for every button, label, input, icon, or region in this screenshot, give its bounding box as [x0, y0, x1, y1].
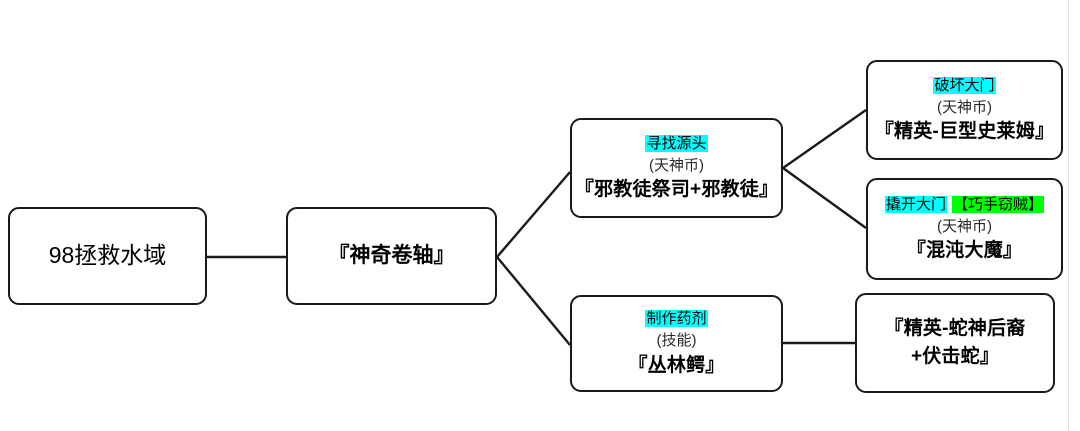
highlight-cyan: 撬开大门 [884, 195, 947, 213]
highlight-cyan: 寻找源头 [645, 134, 708, 152]
node-quest-root-label: 98拯救水域 [48, 242, 167, 269]
node-snake-elite[interactable]: 『精英-蛇神后裔 +伏击蛇』 [855, 293, 1055, 393]
node-snake-elite-main: 『精英-蛇神后裔 +伏击蛇』 [884, 318, 1026, 367]
node-break-gate-main: 『精英-巨型史莱姆』 [874, 121, 1055, 143]
edge-find-source-to-break-gate [782, 109, 867, 169]
node-pry-gate[interactable]: 撬开大门【巧手窃贼】 (天神币) 『混沌大魔』 [866, 178, 1063, 280]
node-make-potion[interactable]: 制作药剂 (技能) 『丛林鳄』 [570, 295, 783, 392]
node-quest-root[interactable]: 98拯救水域 [8, 207, 207, 305]
node-find-source-subtitle: (天神币) [649, 156, 704, 174]
canvas-right-edge [1068, 0, 1069, 431]
node-break-gate-subtitle: (天神币) [937, 98, 992, 116]
node-magic-scroll-label: 『神奇卷轴』 [328, 243, 455, 267]
node-find-source-main: 『邪教徒祭司+邪教徒』 [574, 179, 779, 201]
highlight-cyan: 破坏大门 [933, 76, 996, 94]
node-magic-scroll[interactable]: 『神奇卷轴』 [286, 207, 497, 305]
node-make-potion-main: 『丛林鳄』 [628, 354, 725, 376]
node-break-gate[interactable]: 破坏大门 (天神币) 『精英-巨型史莱姆』 [866, 60, 1063, 160]
highlight-cyan: 制作药剂 [645, 310, 708, 328]
node-pry-gate-subtitle: (天神币) [937, 217, 992, 235]
node-find-source-title: 寻找源头 [645, 134, 708, 153]
node-pry-gate-main: 『混沌大魔』 [906, 240, 1023, 262]
node-pry-gate-title: 撬开大门【巧手窃贼】 [884, 195, 1045, 214]
edge-find-source-to-pry-gate [782, 167, 867, 229]
highlight-green: 【巧手窃贼】 [952, 195, 1045, 213]
edge-scroll-to-find-source [496, 171, 571, 258]
node-make-potion-title: 制作药剂 [645, 309, 708, 328]
node-make-potion-subtitle: (技能) [656, 332, 697, 350]
node-break-gate-title: 破坏大门 [933, 76, 996, 95]
edge-scroll-to-make-potion [496, 256, 571, 346]
node-find-source[interactable]: 寻找源头 (天神币) 『邪教徒祭司+邪教徒』 [570, 118, 783, 218]
